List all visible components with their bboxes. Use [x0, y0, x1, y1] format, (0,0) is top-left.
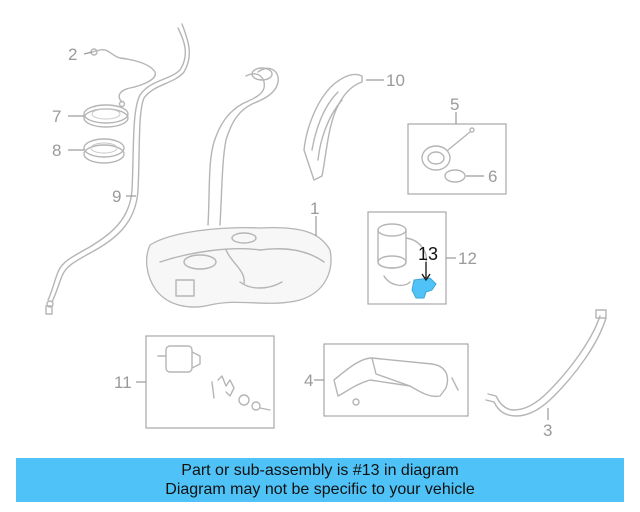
- banner-line-1: Part or sub-assembly is #13 in diagram: [181, 462, 459, 479]
- part-4-bracket: [333, 357, 459, 406]
- banner-line-2: Diagram may not be specific to your vehi…: [165, 481, 475, 498]
- callout-10: 10: [386, 71, 405, 90]
- callout-12: 12: [458, 249, 477, 268]
- part-5-filter: [421, 127, 475, 171]
- leader-2: [83, 51, 93, 55]
- part-2-wire: [90, 48, 156, 108]
- callout-13: 13: [418, 244, 438, 264]
- part-7-lock-ring: [83, 104, 129, 128]
- part-3-strap: [485, 309, 607, 417]
- callout-3: 3: [543, 421, 552, 440]
- callout-2: 2: [68, 45, 77, 64]
- part-12-pump-module: [377, 223, 427, 287]
- callout-8: 8: [52, 141, 61, 160]
- info-banner: Part or sub-assembly is #13 in diagram D…: [16, 458, 624, 502]
- part-1-fuel-tank: [145, 67, 332, 308]
- box-4: [323, 343, 469, 417]
- part-10-heat-shield: [303, 73, 363, 181]
- part-13-highlighted: [411, 277, 437, 299]
- callout-4: 4: [304, 371, 313, 390]
- callout-7: 7: [52, 107, 61, 126]
- callout-11: 11: [114, 373, 132, 392]
- parts-diagram: 2 9 7 8 1: [45, 23, 607, 440]
- part-8-seal: [83, 138, 125, 164]
- leader-13-arrow: [421, 273, 431, 282]
- part-6-o-ring: [444, 169, 466, 183]
- callout-9: 9: [112, 187, 121, 206]
- callout-1: 1: [310, 199, 319, 218]
- callout-5: 5: [450, 95, 459, 114]
- part-9-line: [45, 23, 191, 315]
- part-11-filter: [157, 345, 271, 411]
- callout-6: 6: [488, 167, 497, 186]
- box-11: [145, 335, 275, 429]
